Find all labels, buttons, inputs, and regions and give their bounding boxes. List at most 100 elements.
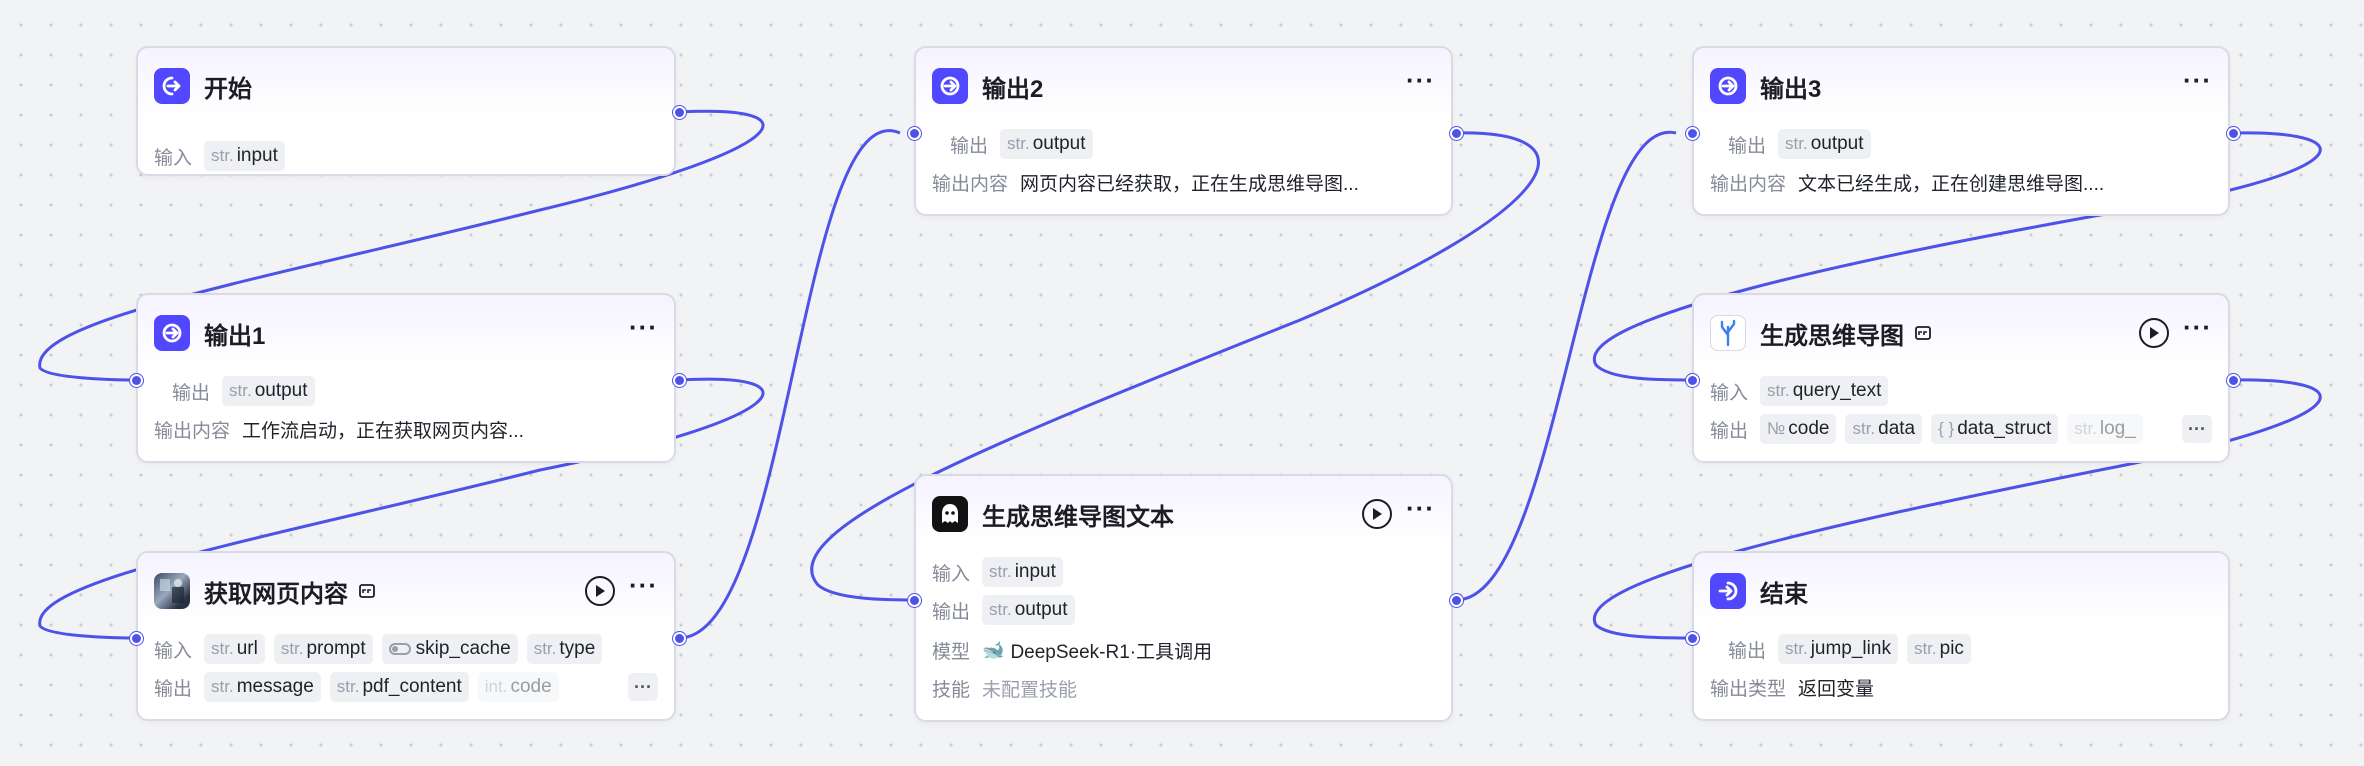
output-row: 输出 str.jump_link str.pic (1710, 633, 2212, 665)
param-chip[interactable]: str.output (982, 595, 1075, 625)
param-chip[interactable]: str.input (204, 141, 285, 171)
type-label: 输出类型 (1710, 678, 1787, 700)
login-arrow-icon (154, 68, 190, 104)
skill-label: 技能 (932, 679, 971, 701)
input-port[interactable] (1686, 374, 1699, 387)
param-chip[interactable]: str.pic (1906, 634, 1971, 664)
more-params-button[interactable]: ··· (628, 673, 658, 701)
node-title: 输出2 (982, 75, 1044, 103)
param-chip[interactable]: { }data_struct (1931, 414, 2059, 444)
node-output2[interactable]: 输出2 ··· 输出 str.output 输出内容 网页内容已经获取，正在生成… (914, 46, 1453, 216)
store-badge-icon (1914, 323, 1934, 343)
whale-icon: 🐋 (982, 639, 1005, 660)
edge-mindmaptext-output3[interactable] (1455, 131, 1677, 602)
node-output3[interactable]: 输出3 ··· 输出 str.output 输出内容 文本已经生成，正在创建思维… (1692, 46, 2230, 216)
param-chip[interactable]: str.type (526, 634, 603, 664)
param-chip[interactable]: str.prompt (273, 634, 373, 664)
param-chip[interactable]: str.output (222, 376, 315, 406)
llm-ghost-icon (932, 496, 968, 532)
output-row: 输出 str.output (932, 594, 1435, 626)
input-row: 输入 str.url str.prompt skip_cache str.typ… (154, 633, 658, 665)
node-end[interactable]: 结束 输出 str.jump_link str.pic 输出类型 返回变量 (1692, 551, 2230, 721)
type-value: 返回变量 (1798, 678, 1875, 700)
node-title: 获取网页内容 (204, 580, 348, 608)
input-row: 输入 str.query_text (1710, 375, 2212, 407)
param-chip[interactable]: skip_cache (381, 634, 518, 664)
output-port[interactable] (673, 374, 686, 387)
play-circle-icon[interactable] (585, 576, 616, 606)
content-row: 输出内容 文本已经生成，正在创建思维导图.... (1710, 166, 2212, 198)
output-port[interactable] (2227, 374, 2240, 387)
content-text: 文本已经生成，正在创建思维导图.... (1798, 173, 2105, 195)
output-label: 输出 (1728, 135, 1767, 157)
content-text: 网页内容已经获取，正在生成思维导图... (1020, 173, 1359, 195)
output-label: 输出 (1710, 420, 1749, 442)
output-port[interactable] (1450, 127, 1463, 140)
param-chip[interactable]: str.jump_link (1778, 634, 1898, 664)
node-start[interactable]: 开始 输入 str.input (136, 46, 676, 176)
skill-row: 技能 未配置技能 (932, 672, 1435, 704)
param-chip[interactable]: str.data (1845, 414, 1923, 444)
input-port[interactable] (908, 594, 921, 607)
input-port[interactable] (1686, 632, 1699, 645)
toggle-icon (388, 643, 411, 655)
model-label: 模型 (932, 641, 971, 663)
node-output1[interactable]: 输出1 ··· 输出 str.output 输出内容 工作流启动，正在获取网页内… (136, 293, 676, 463)
more-dots-icon[interactable]: ··· (1406, 493, 1435, 523)
output-row: 输出 str.output (154, 375, 658, 407)
more-dots-icon[interactable]: ··· (1406, 65, 1435, 95)
input-row: 输入 str.input (154, 140, 658, 172)
input-port[interactable] (908, 127, 921, 140)
output-row: 输出 str.output (932, 128, 1435, 160)
node-mindmap-text[interactable]: 生成思维导图文本 ··· 输入 str.input 输出 str.output … (914, 474, 1453, 722)
more-dots-icon[interactable]: ··· (2183, 65, 2212, 95)
param-chip[interactable]: str.log_ (2067, 414, 2143, 444)
input-row: 输入 str.input (932, 556, 1435, 588)
param-chip[interactable]: str.output (1778, 129, 1871, 159)
param-chip[interactable]: str.output (1000, 129, 1093, 159)
input-port[interactable] (130, 374, 143, 387)
param-chip[interactable]: str.input (982, 557, 1063, 587)
output-port[interactable] (2227, 127, 2240, 140)
output-label: 输出 (1728, 640, 1767, 662)
content-row: 输出内容 网页内容已经获取，正在生成思维导图... (932, 166, 1435, 198)
store-badge-icon (358, 581, 378, 601)
exit-arrow-icon (1710, 573, 1746, 609)
output-arrow-icon (932, 68, 968, 104)
param-chip[interactable]: int.code (477, 672, 559, 702)
output-port[interactable] (673, 632, 686, 645)
param-chip[interactable]: str.pdf_content (329, 672, 469, 702)
input-port[interactable] (130, 632, 143, 645)
content-label: 输出内容 (932, 173, 1009, 195)
param-chip[interactable]: str.url (204, 634, 265, 664)
output-port[interactable] (1450, 594, 1463, 607)
output-label: 输出 (154, 678, 193, 700)
input-label: 输入 (1710, 382, 1749, 404)
more-dots-icon[interactable]: ··· (629, 312, 658, 342)
more-dots-icon[interactable]: ··· (629, 570, 658, 600)
input-label: 输入 (154, 640, 193, 662)
node-fetch-webpage[interactable]: 获取网页内容 ··· 输入 str.url str.prompt skip_ca… (136, 551, 676, 721)
output-port[interactable] (673, 106, 686, 119)
model-row: 模型 🐋 DeepSeek-R1·工具调用 (932, 634, 1435, 666)
param-chip[interactable]: str.message (204, 672, 321, 702)
plugin-avatar-image (154, 573, 190, 609)
play-circle-icon[interactable] (1362, 499, 1393, 529)
input-port[interactable] (1686, 127, 1699, 140)
content-label: 输出内容 (154, 420, 231, 442)
content-text: 工作流启动，正在获取网页内容... (242, 420, 524, 442)
param-chip[interactable]: str.query_text (1760, 376, 1889, 406)
output-arrow-icon (1710, 68, 1746, 104)
output-label: 输出 (950, 135, 989, 157)
output-row: 输出 str.message str.pdf_content int.code … (154, 671, 658, 703)
input-label: 输入 (154, 147, 193, 169)
node-title: 生成思维导图 (1760, 322, 1904, 350)
edge-fetch-output2[interactable] (678, 129, 901, 640)
more-dots-icon[interactable]: ··· (2183, 312, 2212, 342)
node-title: 输出1 (204, 322, 266, 350)
play-circle-icon[interactable] (2139, 318, 2170, 348)
more-params-button[interactable]: ··· (2182, 415, 2212, 443)
